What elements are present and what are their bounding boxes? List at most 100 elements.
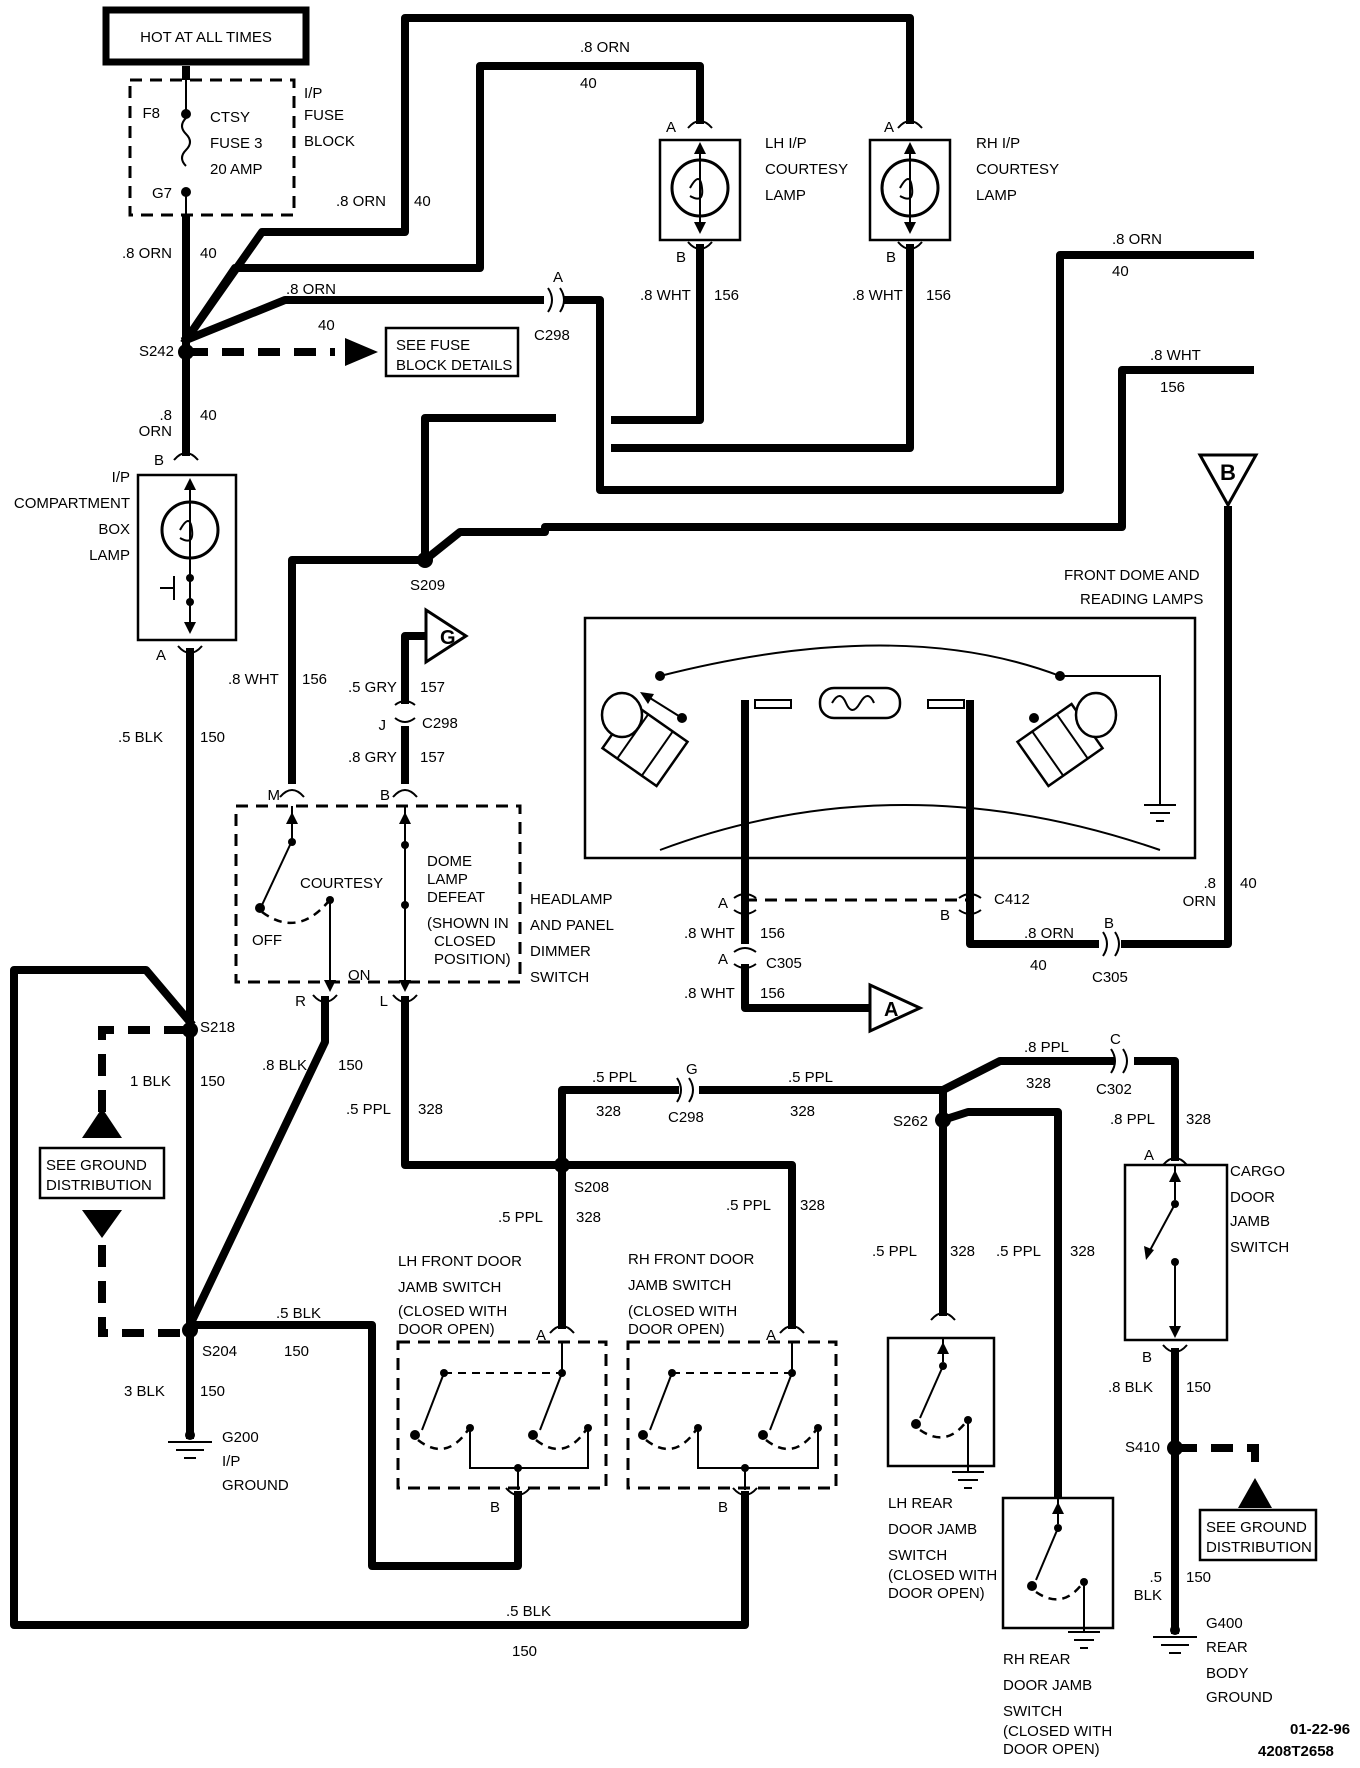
svg-text:150: 150 bbox=[1186, 1379, 1211, 1396]
svg-text:.8: .8 bbox=[1203, 875, 1216, 892]
svg-text:B: B bbox=[676, 249, 686, 266]
svg-text:40: 40 bbox=[318, 317, 335, 334]
svg-text:READING LAMPS: READING LAMPS bbox=[1080, 591, 1203, 608]
fuse-block-name-2: FUSE bbox=[304, 107, 344, 124]
svg-text:LAMP: LAMP bbox=[765, 187, 806, 204]
splice-s410: S410 bbox=[1125, 1439, 1160, 1456]
svg-text:REAR: REAR bbox=[1206, 1639, 1248, 1656]
fuse-label-3: 20 AMP bbox=[210, 161, 263, 178]
rh-front-door-jamb-switch: RH FRONT DOOR JAMB SWITCH (CLOSED WITH D… bbox=[626, 1251, 838, 1516]
svg-text:RH I/P: RH I/P bbox=[976, 135, 1020, 152]
svg-text:G: G bbox=[440, 627, 456, 649]
svg-text:DOOR OPEN): DOOR OPEN) bbox=[1003, 1741, 1100, 1758]
rh-ip-courtesy-lamp: RH I/P COURTESY LAMP A B bbox=[868, 119, 1059, 266]
splice-connector-labels: S242 S209 S218 S204 S208 S262 S410 C298 … bbox=[139, 269, 1160, 1456]
svg-text:DOME: DOME bbox=[427, 853, 472, 870]
svg-text:SWITCH: SWITCH bbox=[1003, 1703, 1062, 1720]
svg-text:C: C bbox=[1110, 1031, 1121, 1048]
svg-text:.5 PPL: .5 PPL bbox=[788, 1069, 833, 1086]
drawing-code: 01-22-96 4208T2658 bbox=[1258, 1721, 1350, 1760]
svg-text:SEE FUSE: SEE FUSE bbox=[396, 337, 470, 354]
connector-c298-a: C298 bbox=[534, 327, 570, 344]
svg-text:3 BLK: 3 BLK bbox=[124, 1383, 165, 1400]
svg-text:G: G bbox=[686, 1061, 698, 1078]
svg-text:150: 150 bbox=[200, 1383, 225, 1400]
svg-text:RH FRONT DOOR: RH FRONT DOOR bbox=[628, 1251, 755, 1268]
ip-fuse-block: F8 G7 CTSY FUSE 3 20 AMP I/P FUSE BLOCK bbox=[128, 78, 355, 217]
svg-text:A: A bbox=[718, 895, 728, 912]
svg-text:40: 40 bbox=[414, 193, 431, 210]
svg-text:A: A bbox=[156, 647, 166, 664]
svg-text:150: 150 bbox=[284, 1343, 309, 1360]
lh-front-door-jamb-switch: LH FRONT DOOR JAMB SWITCH (CLOSED WITH D… bbox=[396, 1253, 608, 1516]
svg-text:.5 PPL: .5 PPL bbox=[498, 1209, 543, 1226]
splice-s204: S204 bbox=[202, 1343, 237, 1360]
svg-text:ORN: ORN bbox=[1183, 893, 1216, 910]
svg-text:.5 PPL: .5 PPL bbox=[726, 1197, 771, 1214]
svg-text:.5 GRY: .5 GRY bbox=[348, 679, 397, 696]
svg-text:SEE GROUND: SEE GROUND bbox=[1206, 1519, 1307, 1536]
fuse-block-name-1: I/P bbox=[304, 85, 322, 102]
svg-text:157: 157 bbox=[420, 749, 445, 766]
svg-text:1 BLK: 1 BLK bbox=[130, 1073, 171, 1090]
wire-labels: .8 ORN 40 .8 ORN 40 .8 ORN 40 .8 ORN 40 … bbox=[118, 39, 1257, 1660]
svg-text:COURTESY: COURTESY bbox=[765, 161, 848, 178]
svg-text:40: 40 bbox=[1240, 875, 1257, 892]
svg-text:A: A bbox=[718, 951, 728, 968]
drawing-number: 4208T2658 bbox=[1258, 1743, 1334, 1760]
svg-text:.8 WHT: .8 WHT bbox=[852, 287, 903, 304]
connector-c412: C412 bbox=[994, 891, 1030, 908]
svg-text:.8 WHT: .8 WHT bbox=[640, 287, 691, 304]
svg-text:COURTESY: COURTESY bbox=[300, 875, 383, 892]
svg-text:.8 ORN: .8 ORN bbox=[580, 39, 630, 56]
svg-text:DOOR: DOOR bbox=[1230, 1189, 1275, 1206]
splice-points bbox=[178, 344, 1183, 1456]
svg-text:328: 328 bbox=[418, 1101, 443, 1118]
svg-text:B: B bbox=[380, 787, 390, 804]
svg-text:DOOR JAMB: DOOR JAMB bbox=[1003, 1677, 1092, 1694]
connector-c298-g: C298 bbox=[668, 1109, 704, 1126]
svg-text:SWITCH: SWITCH bbox=[888, 1547, 947, 1564]
svg-text:.8 WHT: .8 WHT bbox=[684, 925, 735, 942]
svg-text:156: 156 bbox=[714, 287, 739, 304]
svg-text:DISTRIBUTION: DISTRIBUTION bbox=[46, 1177, 152, 1194]
svg-text:328: 328 bbox=[790, 1103, 815, 1120]
svg-text:.8 GRY: .8 GRY bbox=[348, 749, 397, 766]
headlamp-panel-dimmer-switch: COURTESY OFF ON DOME LAMP DEFEAT (SHOWN … bbox=[234, 787, 614, 1010]
connector-c298-j: C298 bbox=[422, 715, 458, 732]
ground-g200: G200 I/P GROUND bbox=[168, 1429, 289, 1494]
svg-text:BOX: BOX bbox=[98, 521, 130, 538]
svg-text:.8 ORN: .8 ORN bbox=[122, 245, 172, 262]
svg-text:.8 WHT: .8 WHT bbox=[684, 985, 735, 1002]
splice-s208: S208 bbox=[574, 1179, 609, 1196]
svg-text:A: A bbox=[536, 1327, 546, 1344]
svg-text:B: B bbox=[490, 1499, 500, 1516]
svg-text:GROUND: GROUND bbox=[1206, 1689, 1273, 1706]
svg-text:40: 40 bbox=[1030, 957, 1047, 974]
svg-text:.8 BLK: .8 BLK bbox=[1108, 1379, 1153, 1396]
svg-text:150: 150 bbox=[1186, 1569, 1211, 1586]
svg-text:LH FRONT DOOR: LH FRONT DOOR bbox=[398, 1253, 522, 1270]
svg-text:.5 PPL: .5 PPL bbox=[872, 1243, 917, 1260]
rh-rear-door-jamb-switch: RH REAR DOOR JAMB SWITCH (CLOSED WITH DO… bbox=[1001, 1496, 1115, 1758]
fuse-label-1: CTSY bbox=[210, 109, 250, 126]
svg-text:156: 156 bbox=[1160, 379, 1185, 396]
svg-text:328: 328 bbox=[1026, 1075, 1051, 1092]
svg-text:JAMB: JAMB bbox=[1230, 1213, 1270, 1230]
svg-text:ON: ON bbox=[348, 967, 371, 984]
splice-s209: S209 bbox=[410, 577, 445, 594]
svg-text:LH REAR: LH REAR bbox=[888, 1495, 953, 1512]
splice-s242: S242 bbox=[139, 343, 174, 360]
svg-text:BLK: BLK bbox=[1134, 1587, 1162, 1604]
svg-text:.8 ORN: .8 ORN bbox=[1112, 231, 1162, 248]
splice-s218: S218 bbox=[200, 1019, 235, 1036]
svg-text:HEADLAMP: HEADLAMP bbox=[530, 891, 613, 908]
offpage-a-indicator: A bbox=[868, 982, 924, 1034]
svg-text:LAMP: LAMP bbox=[427, 871, 468, 888]
svg-text:LAMP: LAMP bbox=[976, 187, 1017, 204]
lh-ip-courtesy-lamp: LH I/P COURTESY LAMP A B bbox=[658, 119, 848, 266]
svg-text:DOOR JAMB: DOOR JAMB bbox=[888, 1521, 977, 1538]
svg-text:.8 ORN: .8 ORN bbox=[336, 193, 386, 210]
ppl-wires bbox=[401, 996, 1179, 1504]
